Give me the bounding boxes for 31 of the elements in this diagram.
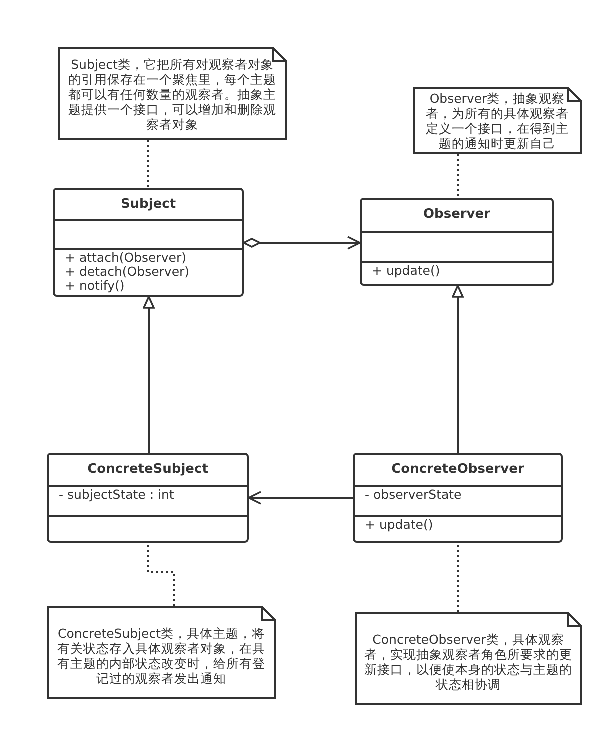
method-text: + detach(Observer) <box>65 265 191 279</box>
class-box <box>360 198 554 286</box>
attribute-text: - observerState <box>365 488 463 502</box>
class-box <box>47 453 249 543</box>
method-text: + update() <box>365 518 434 532</box>
method-text: + notify() <box>65 279 126 293</box>
attribute-text: - subjectState : int <box>59 488 176 502</box>
class-name: Observer <box>422 206 492 222</box>
class-name: ConcreteSubject <box>86 461 210 477</box>
dotted-line <box>457 154 459 198</box>
note-text: Observer类，抽象观察者，为所有的具体观察者定义一个接口，在得到主题的通知时更新自己 <box>425 90 570 151</box>
inheritance-arrow <box>452 285 464 453</box>
method-text: + attach(Observer) <box>65 251 188 265</box>
note <box>355 612 582 705</box>
class-box <box>53 188 244 297</box>
class-name: ConcreteObserver <box>390 461 526 477</box>
association-arrow <box>248 491 353 505</box>
class-box <box>353 453 563 543</box>
aggregation-arrow <box>243 236 361 250</box>
note-text: Subject类，它把所有对观察者对象的引用保存在一个聚焦里，每个主题都可以有任何数量的观察者。抽象主题提供一个接口，可以增加和删除观察者对象 <box>68 56 278 132</box>
class-name: Subject <box>120 196 178 212</box>
note <box>58 47 287 140</box>
note <box>413 87 582 154</box>
inheritance-arrow <box>143 296 155 453</box>
dotted-line <box>147 543 175 606</box>
dotted-line <box>457 543 459 612</box>
dotted-line <box>147 140 149 188</box>
note <box>47 606 276 699</box>
note-text: ConcreteSubject类，具体主题，将有关状态存入具体观察者对象，在具有主题的内部状态改变时，给所有登记过的观察者发出通知 <box>56 625 266 686</box>
note-text: ConcreteObserver类，具体观察者，实现抽象观察者角色所要求的更新接口，以便使本身的状态与主题的状态相协调 <box>364 631 574 692</box>
method-text: + update() <box>372 264 442 278</box>
